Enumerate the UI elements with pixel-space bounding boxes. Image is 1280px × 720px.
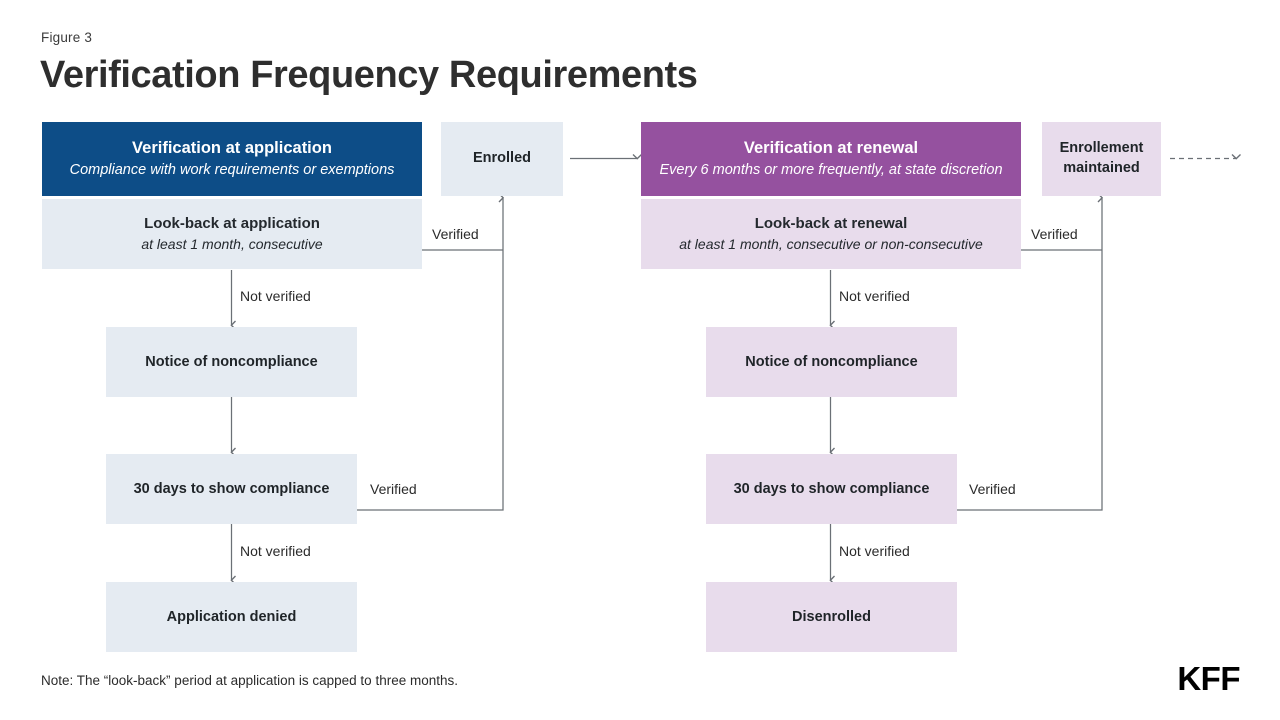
renewal-step-disenrolled-label: Disenrolled — [792, 608, 871, 625]
renewal-header-box: Verification at renewal Every 6 months o… — [641, 122, 1021, 196]
enrollment-maintained-line1: Enrollement — [1059, 140, 1144, 157]
renewal-lookback-box: Look-back at renewal at least 1 month, c… — [641, 199, 1021, 269]
app-step-notice-label: Notice of noncompliance — [145, 353, 318, 370]
renewal-header-subtitle: Every 6 months or more frequently, at st… — [659, 162, 1003, 179]
app-header-title: Verification at application — [132, 139, 332, 158]
renewal-step-30days-box: 30 days to show compliance — [706, 454, 957, 524]
app-label-lookback-verified: Verified — [432, 226, 479, 242]
app-label-30days-not-verified: Not verified — [240, 543, 311, 559]
app-lookback-title: Look-back at application — [144, 214, 320, 232]
renewal-label-30days-not-verified: Not verified — [839, 543, 910, 559]
renewal-label-lookback-verified: Verified — [1031, 226, 1078, 242]
edge-renewal-30days-verified-to-maintained — [957, 193, 1104, 511]
app-label-30days-verified: Verified — [370, 481, 417, 497]
app-lookback-box: Look-back at application at least 1 mont… — [42, 199, 422, 269]
kff-logo: KFF — [1177, 660, 1240, 697]
app-step-denied-box: Application denied — [106, 582, 357, 652]
app-step-30days-box: 30 days to show compliance — [106, 454, 357, 524]
renewal-label-lookback-not-verified: Not verified — [839, 288, 910, 304]
renewal-lookback-subtitle: at least 1 month, consecutive or non-con… — [679, 236, 983, 253]
app-lookback-subtitle: at least 1 month, consecutive — [141, 236, 323, 253]
page-title: Verification Frequency Requirements — [40, 54, 698, 96]
renewal-header-title: Verification at renewal — [743, 139, 919, 158]
figure-note: Note: The “look-back” period at applicat… — [41, 673, 458, 688]
renewal-step-30days-label: 30 days to show compliance — [733, 480, 930, 497]
renewal-step-notice-box: Notice of noncompliance — [706, 327, 957, 397]
app-step-30days-label: 30 days to show compliance — [133, 480, 330, 497]
renewal-step-notice-label: Notice of noncompliance — [745, 353, 918, 370]
app-step-notice-box: Notice of noncompliance — [106, 327, 357, 397]
edge-app-30days-verified-to-enrolled — [357, 193, 505, 511]
renewal-label-30days-verified: Verified — [969, 481, 1016, 497]
enrollment-maintained-line2: maintained — [1063, 160, 1140, 176]
enrolled-label: Enrolled — [472, 150, 531, 167]
renewal-step-disenrolled-box: Disenrolled — [706, 582, 957, 652]
app-header-box: Verification at application Compliance w… — [42, 122, 422, 196]
enrolled-box: Enrolled — [441, 122, 563, 196]
app-step-denied-label: Application denied — [166, 608, 297, 625]
figure-number: Figure 3 — [41, 30, 93, 45]
enrollment-maintained-box: Enrollement maintained — [1042, 122, 1161, 196]
app-header-subtitle: Compliance with work requirements or exe… — [69, 162, 395, 179]
app-label-lookback-not-verified: Not verified — [240, 288, 311, 304]
renewal-lookback-title: Look-back at renewal — [754, 214, 908, 232]
